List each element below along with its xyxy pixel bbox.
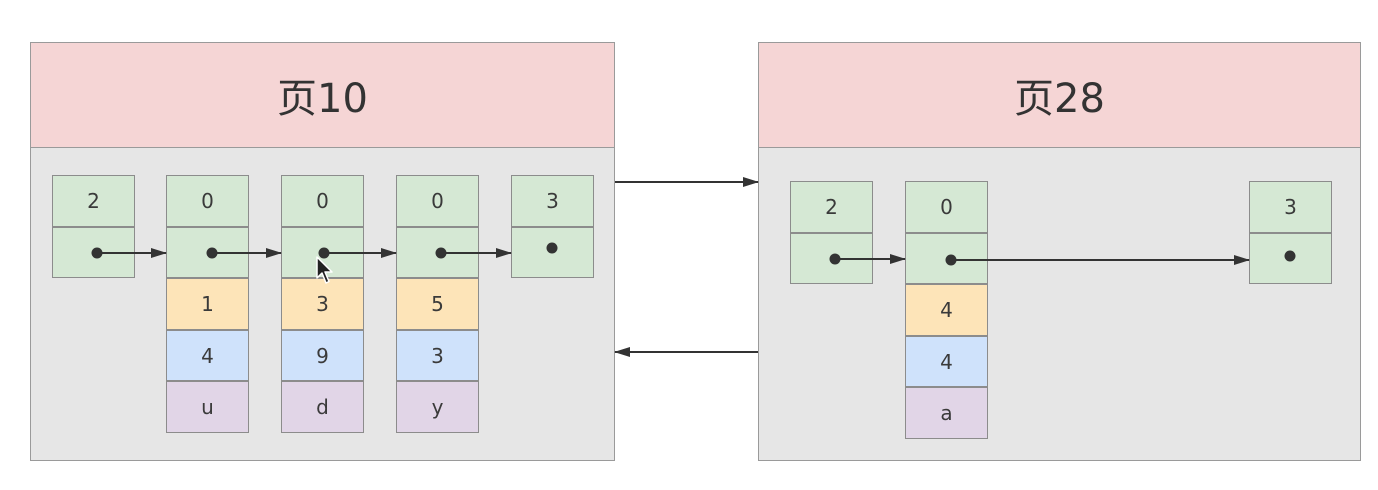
record-field: y (396, 381, 479, 433)
record-pointer (166, 227, 249, 278)
supremum-record-pointer (1249, 233, 1332, 284)
supremum-record-header: 3 (511, 175, 594, 227)
record-field: 3 (396, 330, 479, 381)
record-field: 5 (396, 278, 479, 330)
record-field: 4 (905, 336, 988, 387)
mouse-cursor-icon (316, 256, 333, 284)
record-field: d (281, 381, 364, 433)
record-pointer (905, 233, 988, 284)
record-field: 3 (281, 278, 364, 330)
record-pointer (396, 227, 479, 278)
record-field: u (166, 381, 249, 433)
record-field: a (905, 387, 988, 439)
infimum-record-pointer (52, 227, 135, 278)
page-28-title: 页28 (759, 43, 1360, 148)
supremum-record-header: 3 (1249, 181, 1332, 233)
record-field: 1 (166, 278, 249, 330)
infimum-record-pointer (790, 233, 873, 284)
record-field: 9 (281, 330, 364, 381)
infimum-record-header: 2 (52, 175, 135, 227)
page-10-title: 页10 (31, 43, 614, 148)
record-field: 4 (166, 330, 249, 381)
supremum-record-pointer (511, 227, 594, 278)
record-header: 0 (166, 175, 249, 227)
record-header: 0 (281, 175, 364, 227)
record-header: 0 (905, 181, 988, 233)
infimum-record-header: 2 (790, 181, 873, 233)
record-field: 4 (905, 284, 988, 336)
record-header: 0 (396, 175, 479, 227)
